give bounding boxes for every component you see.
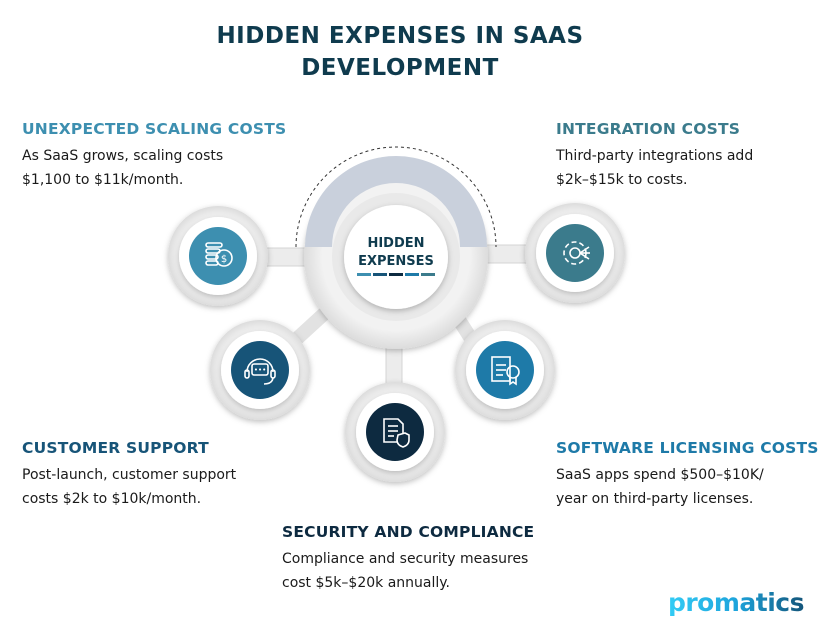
satellite-badge [546,224,604,282]
gear-circuit-icon [563,241,590,265]
satellite-coins-dollar: $ [168,206,268,306]
hub-center [344,205,448,309]
svg-text:$: $ [221,254,227,265]
hub-color-bar [357,273,435,276]
satellite-document-shield [345,382,445,482]
satellite-headset-chat: ••• [210,320,310,420]
hub-blue-arc [305,156,487,247]
section-scaling-costs: UNEXPECTED SCALING COSTS As SaaS grows, … [22,120,287,188]
page-title: HIDDEN EXPENSES IN SAAS DEVELOPMENT [216,23,584,81]
promatics-logo: promatics [667,588,805,617]
dashed-arc [295,146,497,248]
coins-dollar-icon: $ [205,242,233,267]
satellite-badge [366,403,424,461]
satellite-certificate [455,320,555,420]
section-customer-support: CUSTOMER SUPPORT Post-launch, customer s… [22,439,237,507]
section-security-compliance: SECURITY AND COMPLIANCE Compliance and s… [282,523,535,591]
hub-label-2: EXPENSES [358,254,434,269]
section-software-licensing: SOFTWARE LICENSING COSTS SaaS apps spend… [556,439,819,507]
hub-label-1: HIDDEN [367,236,424,251]
satellite-gear-circuit [525,203,625,303]
svg-text:•••: ••• [254,366,266,374]
satellite-badge [231,341,289,399]
certificate-icon [491,356,520,386]
document-shield-icon [383,418,410,448]
headset-chat-icon: ••• [244,358,276,385]
section-integration-costs: INTEGRATION COSTS Third-party integratio… [556,120,754,188]
